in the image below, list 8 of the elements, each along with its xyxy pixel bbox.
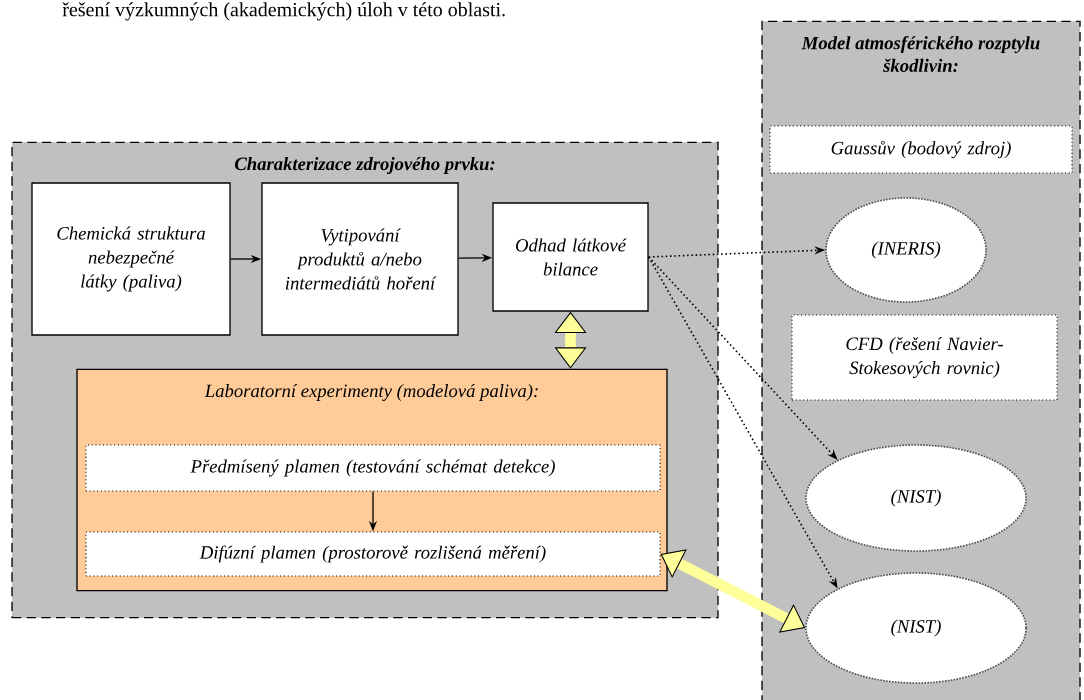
body-text: řešení výzkumných (akademických) úloh v této oblasti.: [62, 2, 505, 21]
process-box: Vytipování produktů a/nebo intermediátů hoření: [261, 182, 459, 336]
method-box: Předmísený plamen (testování schémat detekce): [85, 444, 661, 492]
method-box: Difúzní plamen (prostorově rozlišená měření): [85, 531, 661, 577]
method-box: CFD (řešení Navier-Stokesových rovnic): [791, 314, 1058, 401]
process-box: Odhad látkové bilance: [492, 202, 649, 312]
method-box: Gaussův (bodový zdroj): [769, 125, 1073, 174]
process-box: Chemická struktura nebezpečné látky (paliva): [31, 182, 231, 336]
